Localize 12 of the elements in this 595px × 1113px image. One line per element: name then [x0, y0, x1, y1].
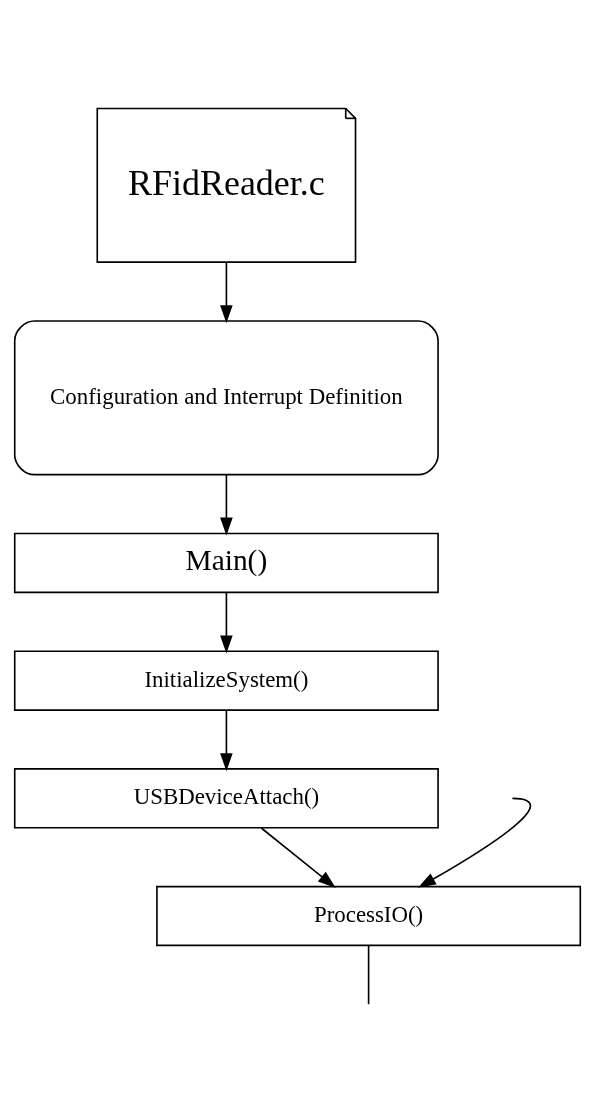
arrow [260, 826, 336, 888]
node-box: Configuration and Interrupt Definition [13, 319, 439, 475]
arrow [417, 797, 532, 888]
arrow [220, 473, 233, 536]
connector [367, 944, 370, 1005]
arrow [220, 591, 233, 653]
arrow [220, 709, 233, 771]
node-box: ProcessIO() [156, 885, 582, 946]
node-box: InitializeSystem() [13, 649, 439, 711]
arrow [220, 261, 233, 323]
node-box: USBDeviceAttach() [13, 767, 439, 829]
node-box: Main() [13, 532, 439, 593]
